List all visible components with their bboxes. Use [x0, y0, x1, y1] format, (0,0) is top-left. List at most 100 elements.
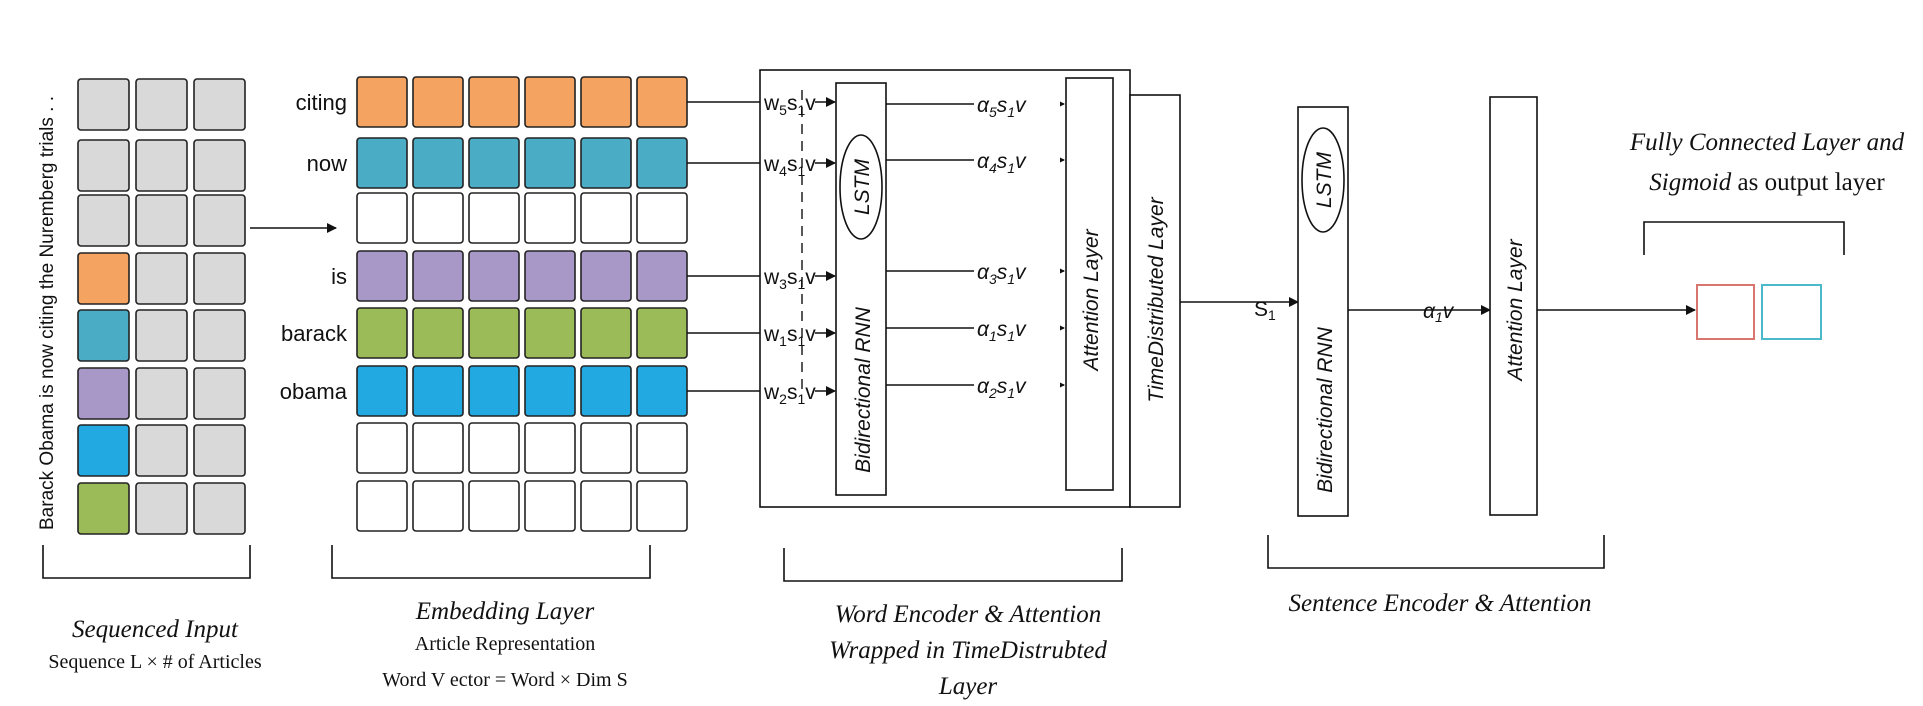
math-symbol-label: w1s1v — [763, 323, 816, 349]
embedding-row-label: obama — [280, 379, 348, 404]
embedding-cell — [412, 422, 464, 474]
sentence-attention-label: Attention Layer — [1504, 238, 1527, 382]
input-caption-title: Sequenced Input — [72, 616, 239, 643]
input-cell — [193, 194, 246, 247]
word-encoder-caption-line2: Wrapped in TimeDistrubted — [829, 637, 1107, 664]
word-attention-layer-box — [1065, 77, 1114, 491]
math-symbol-label: w5s1v — [763, 92, 816, 118]
sentence-encoder-caption: Sentence Encoder & Attention — [1289, 590, 1592, 617]
math-symbol-label: w4s1v — [763, 153, 816, 179]
embedding-cell — [356, 480, 408, 532]
embedding-cell — [580, 192, 632, 244]
input-cell — [77, 194, 130, 247]
input-sentence-label: Barack Obama is now citing the Nuremberg… — [37, 96, 58, 530]
word-encoder-arrows: w5s1vw4s1vw3s1vw1s1vw2s1vα5s1vα4s1vα3s1v… — [687, 87, 1065, 407]
embedding-cell — [412, 250, 464, 302]
input-cell — [77, 78, 130, 131]
label-background — [974, 87, 1060, 117]
embedding-cell — [524, 365, 576, 417]
label-background — [974, 143, 1060, 173]
input-cell — [135, 424, 188, 477]
math-symbol-label: α1s1v — [977, 318, 1027, 344]
sentence-alpha-label: α1v — [1423, 300, 1455, 325]
input-cell — [135, 78, 188, 131]
embedding-cell — [636, 192, 688, 244]
embedding-caption-sub2: Word V ector = Word × Dim S — [382, 669, 627, 691]
embedding-cell — [580, 307, 632, 359]
input-cell — [77, 139, 130, 192]
input-caption-sub: Sequence L × # of Articles — [48, 651, 261, 673]
input-cell — [135, 194, 188, 247]
embedding-caption-title: Embedding Layer — [415, 598, 595, 625]
input-cell — [193, 78, 246, 131]
word-lstm-label: LSTM — [851, 158, 874, 215]
embedding-row-label: now — [307, 151, 347, 176]
embedding-cell — [356, 192, 408, 244]
embedding-cell — [468, 365, 520, 417]
embedding-layer-grid — [356, 76, 688, 532]
input-cell — [135, 482, 188, 535]
embedding-cell — [580, 365, 632, 417]
label-background — [974, 368, 1060, 398]
word-rnn-label: Bidirectional RNN — [852, 306, 875, 473]
embedding-cell — [356, 422, 408, 474]
input-cell — [77, 482, 130, 535]
input-cell — [77, 367, 130, 420]
input-cell — [77, 309, 130, 362]
embedding-cell — [468, 76, 520, 128]
input-cell — [193, 139, 246, 192]
embedding-cell — [412, 137, 464, 189]
input-cell — [77, 424, 130, 477]
output-neuron-1 — [1696, 284, 1755, 340]
sentence-attention-layer-box — [1489, 96, 1538, 516]
sentence-rnn-label: Bidirectional RNN — [1314, 326, 1337, 493]
embedding-cell — [468, 422, 520, 474]
embedding-row-label: barack — [281, 321, 348, 346]
input-cell — [193, 309, 246, 362]
sentence-encoder-bracket — [1267, 535, 1605, 569]
embedding-cell — [412, 480, 464, 532]
math-symbol-label: w3s1v — [763, 266, 816, 292]
embedding-cell — [468, 137, 520, 189]
embedding-cell — [636, 137, 688, 189]
label-background — [974, 254, 1060, 284]
embedding-cell — [636, 76, 688, 128]
embedding-cell — [468, 192, 520, 244]
label-background — [974, 311, 1060, 341]
embedding-cell — [636, 422, 688, 474]
sentence-lstm-ellipse — [1301, 127, 1345, 233]
embedding-cell — [524, 192, 576, 244]
math-symbol-label: α2s1v — [977, 375, 1027, 401]
word-encoder-caption-line3: Layer — [938, 673, 998, 700]
embedding-cell — [580, 76, 632, 128]
embedding-cell — [524, 137, 576, 189]
input-cell — [193, 252, 246, 305]
timedistributed-layer-box — [1129, 94, 1181, 508]
embedding-cell — [524, 307, 576, 359]
embedding-bracket — [331, 545, 651, 579]
input-cell — [193, 482, 246, 535]
embedding-cell — [524, 480, 576, 532]
timedistributed-label: TimeDistributed Layer — [1145, 196, 1168, 402]
embedding-cell — [636, 307, 688, 359]
output-neuron-2 — [1761, 284, 1822, 340]
math-symbol-label: α5s1v — [977, 94, 1027, 120]
embedding-row-label: is — [331, 264, 347, 289]
embedding-cell — [524, 422, 576, 474]
embedding-cell — [356, 365, 408, 417]
input-bracket — [42, 545, 251, 579]
sequenced-input-grid — [77, 78, 246, 535]
word-encoder-bracket — [783, 548, 1123, 582]
output-title-line1: Fully Connected Layer and — [1629, 129, 1905, 156]
embedding-cell — [580, 250, 632, 302]
output-layer-bracket — [1643, 221, 1845, 255]
input-cell — [135, 252, 188, 305]
embedding-row-label: citing — [296, 90, 347, 115]
word-lstm-ellipse — [839, 134, 883, 240]
embedding-cell — [636, 480, 688, 532]
embedding-cell — [580, 422, 632, 474]
embedding-cell — [524, 76, 576, 128]
embedding-cell — [356, 307, 408, 359]
input-cell — [135, 309, 188, 362]
